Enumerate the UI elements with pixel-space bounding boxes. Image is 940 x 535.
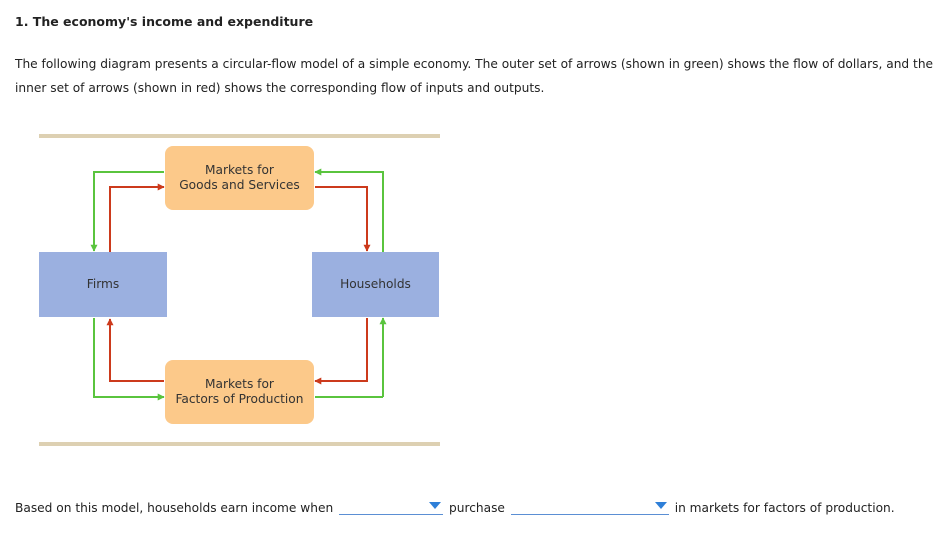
goods-services-market-label: Markets for Goods and Services (179, 163, 300, 192)
chevron-down-icon[interactable] (654, 502, 667, 509)
question-text-part1: Based on this model, households earn inc… (15, 501, 334, 515)
green-arrow-firms-to-factors (93, 318, 165, 401)
factors-production-market-label: Markets for Factors of Production (175, 377, 304, 406)
bottom-rule (39, 442, 440, 446)
chevron-down-icon[interactable] (429, 502, 442, 509)
intro-line-2: inner set of arrows (shown in red) shows… (15, 81, 545, 95)
red-arrow-firms-to-goods (109, 183, 165, 252)
red-arrow-households-to-factors (314, 318, 368, 385)
goods-services-market-box: Markets for Goods and Services (165, 146, 314, 210)
intro-paragraph: The following diagram presents a circula… (15, 52, 935, 100)
green-arrow-goods-to-firms (90, 171, 164, 252)
intro-line-1: The following diagram presents a circula… (15, 57, 934, 71)
question-text-part3: in markets for factors of production. (674, 501, 895, 515)
households-box: Households (312, 252, 439, 317)
dropdown-what-purchased[interactable] (510, 498, 669, 515)
question-title: 1. The economy's income and expenditure (15, 14, 314, 29)
dropdown-who-purchases[interactable] (339, 498, 444, 515)
green-arrow-households-to-goods (314, 168, 384, 252)
firms-box: Firms (39, 252, 167, 317)
top-rule (39, 134, 440, 138)
red-arrow-factors-to-firms (106, 318, 164, 382)
households-label: Households (340, 277, 411, 291)
question-text-part2: purchase (448, 501, 505, 515)
question-sentence: Based on this model, households earn inc… (15, 498, 897, 515)
red-arrow-goods-to-households (315, 186, 371, 252)
firms-label: Firms (86, 277, 120, 291)
factors-production-market-box: Markets for Factors of Production (165, 360, 314, 424)
